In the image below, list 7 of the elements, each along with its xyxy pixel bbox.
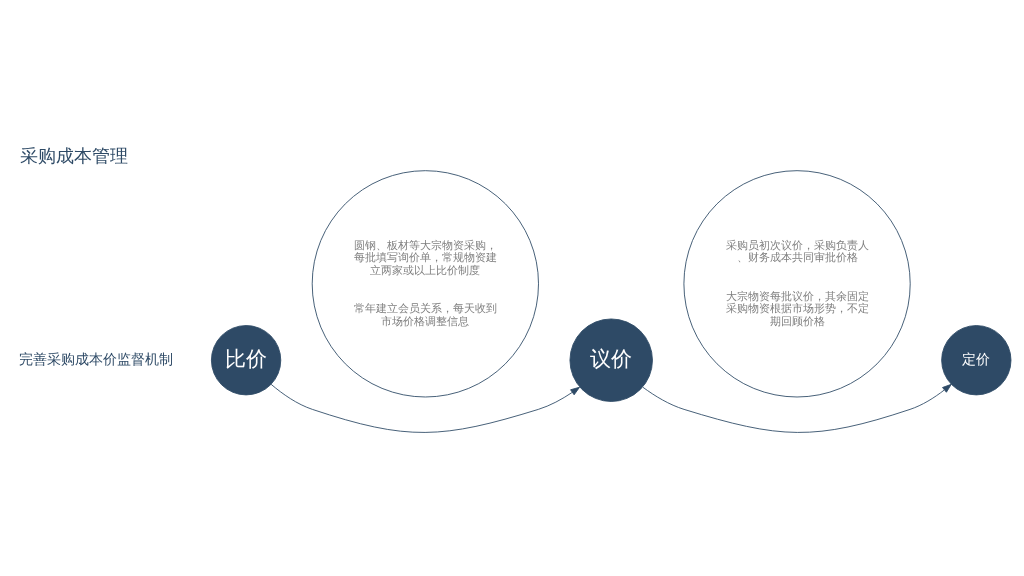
arrow [642, 383, 952, 433]
diagram-title: 采购成本管理 [19, 145, 128, 166]
node-circle: 采购员初次议价，采购负责人、财务成本共同审批价格 大宗物资每批议价，其余固定采购物资根据市场形势，不定期回顾价格 [683, 169, 911, 397]
node-circle: 圆钢、板材等大宗物资采购，每批填写询价单，常规物资建立两家或以上比价制度 常年建立会员关系，每天收到市场价格调整信息 [311, 169, 539, 397]
label: 完善采购成本价监督机制 [19, 350, 174, 367]
node-circle: 比价 [210, 324, 282, 395]
arrow [270, 383, 580, 433]
